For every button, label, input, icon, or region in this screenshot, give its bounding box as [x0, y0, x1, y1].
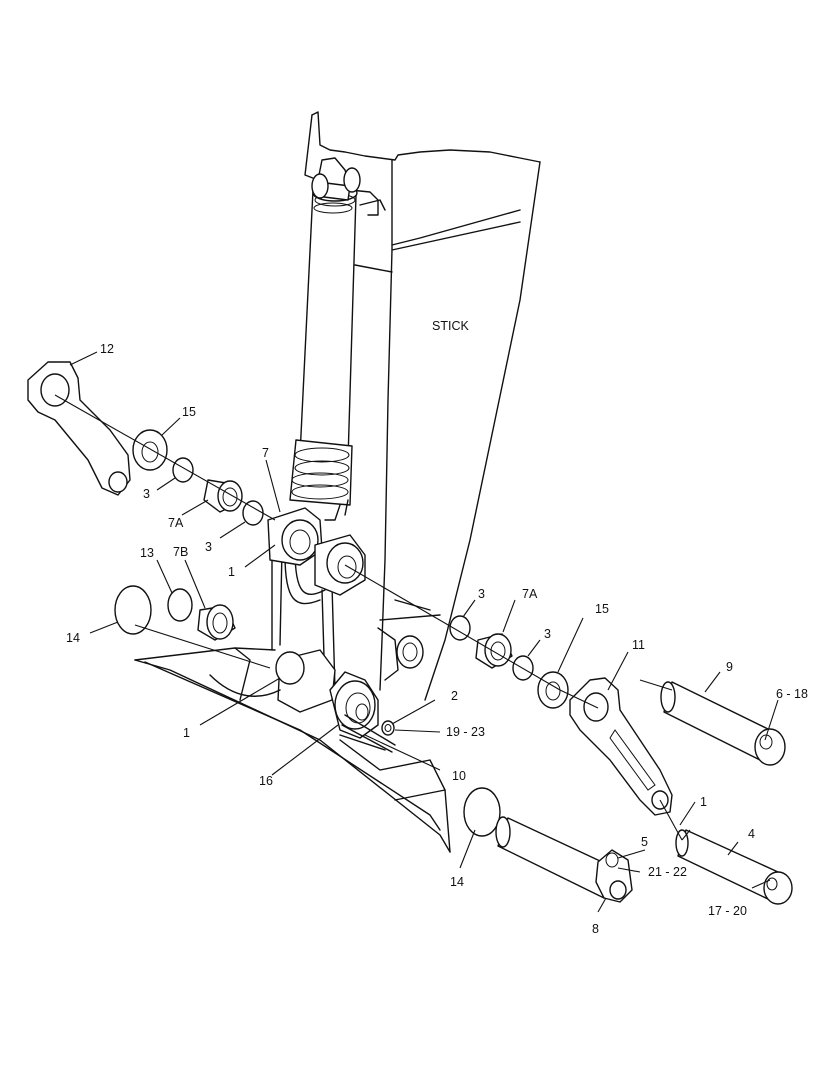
- callout-9: 9: [726, 660, 733, 674]
- callout-3: 3: [544, 627, 551, 641]
- stick-body: [304, 111, 541, 701]
- callout-3: 3: [143, 487, 150, 501]
- callout-19-23: 19 - 23: [446, 725, 485, 739]
- part-8-pin: [495, 816, 633, 903]
- callout-11: 11: [632, 638, 645, 652]
- part-15-washer-upper: [132, 429, 168, 471]
- part-7B-bushing: [197, 604, 236, 641]
- callout-15: 15: [595, 602, 609, 616]
- callout-13: 13: [140, 546, 154, 560]
- part-11-link: [569, 677, 673, 816]
- bucket: [134, 647, 451, 853]
- part-13-ring: [167, 588, 193, 622]
- callout-1: 1: [183, 726, 190, 740]
- callout-4: 4: [748, 827, 755, 841]
- callout-5: 5: [641, 835, 648, 849]
- callout-7B: 7B: [173, 545, 188, 559]
- part-7A-bushing-upper: [203, 479, 243, 513]
- part-3-rings: [172, 457, 534, 681]
- part-12-link: [27, 361, 131, 496]
- callout-10: 10: [452, 769, 466, 783]
- part-9-pin: [660, 681, 786, 766]
- callout-16: 16: [259, 774, 273, 788]
- callout-12: 12: [100, 342, 114, 356]
- callout-7A: 7A: [168, 516, 184, 530]
- callout-7: 7: [262, 446, 269, 460]
- stick-label: STICK: [432, 319, 469, 333]
- callout-14: 14: [450, 875, 464, 889]
- callout-14: 14: [66, 631, 80, 645]
- callout-7A: 7A: [522, 587, 538, 601]
- part-2-bolt: [381, 720, 395, 736]
- part-10-pin-end: [341, 714, 396, 753]
- part-15-washer-lower: [537, 671, 569, 709]
- leader-lines: [69, 351, 779, 913]
- callout-17-20: 17 - 20: [708, 904, 747, 918]
- callout-2: 2: [451, 689, 458, 703]
- part-4-pin: [675, 829, 793, 905]
- part-14-ring-left: [114, 585, 152, 635]
- callout-6-18: 6 - 18: [776, 687, 808, 701]
- alignment-lines: [54, 394, 691, 841]
- callout-3: 3: [205, 540, 212, 554]
- hydraulic-cylinder: [289, 167, 361, 521]
- part-14-ring-right: [463, 787, 501, 837]
- callout-3: 3: [478, 587, 485, 601]
- callout-1: 1: [228, 565, 235, 579]
- link-assembly: [267, 507, 379, 739]
- labels: STICK 12 15 3 7A 7 3 1 13 7B 14 1 16 2 1…: [66, 319, 808, 936]
- callout-21-22: 21 - 22: [648, 865, 687, 879]
- callout-8: 8: [592, 922, 599, 936]
- callout-1: 1: [700, 795, 707, 809]
- callout-15: 15: [182, 405, 196, 419]
